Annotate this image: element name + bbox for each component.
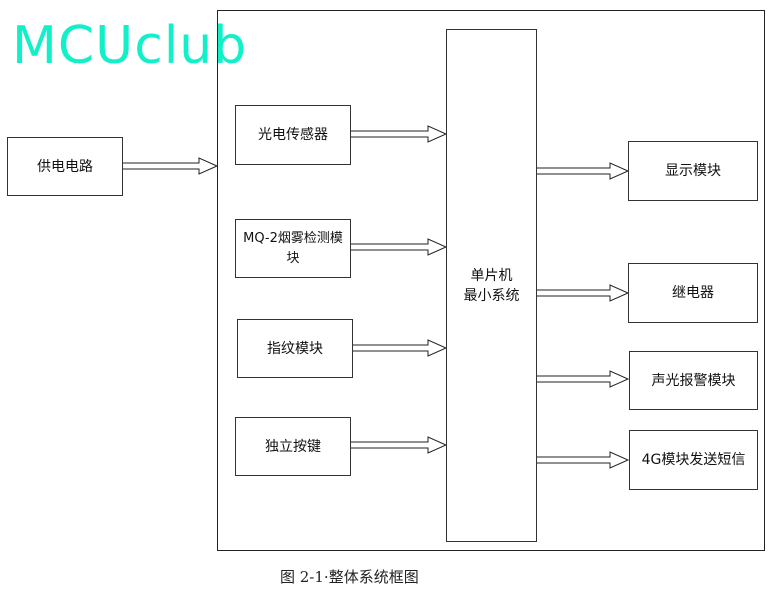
arrow-4g [535,451,630,469]
input-photo-sensor: 光电传感器 [235,105,351,165]
output-display: 显示模块 [628,141,758,201]
arrow-alarm [535,370,630,388]
input-fingerprint: 指纹模块 [237,319,353,378]
mcu-label-1: 单片机 [470,267,513,284]
arrow-display [535,162,630,180]
output-alarm: 声光报警模块 [629,351,758,410]
arrow-power [121,157,219,175]
watermark-logo: MCUclub [12,16,248,76]
input-keys: 独立按键 [235,417,351,476]
arrow-fingerprint [351,339,448,357]
arrow-keys [349,436,448,454]
figure-caption: 图 2-1·整体系统框图 [280,568,419,586]
system-frame [217,10,765,551]
arrow-relay [535,284,630,302]
output-4g-sms: 4G模块发送短信 [629,430,758,490]
mcu-box: 单片机 最小系统 [446,29,537,542]
mcu-label-2: 最小系统 [463,287,520,304]
power-box: 供电电路 [7,137,123,196]
arrow-smoke [349,238,448,256]
arrow-photo [349,125,448,143]
output-relay: 继电器 [628,263,758,323]
input-smoke-module: MQ-2烟雾检测模块 [235,219,351,278]
